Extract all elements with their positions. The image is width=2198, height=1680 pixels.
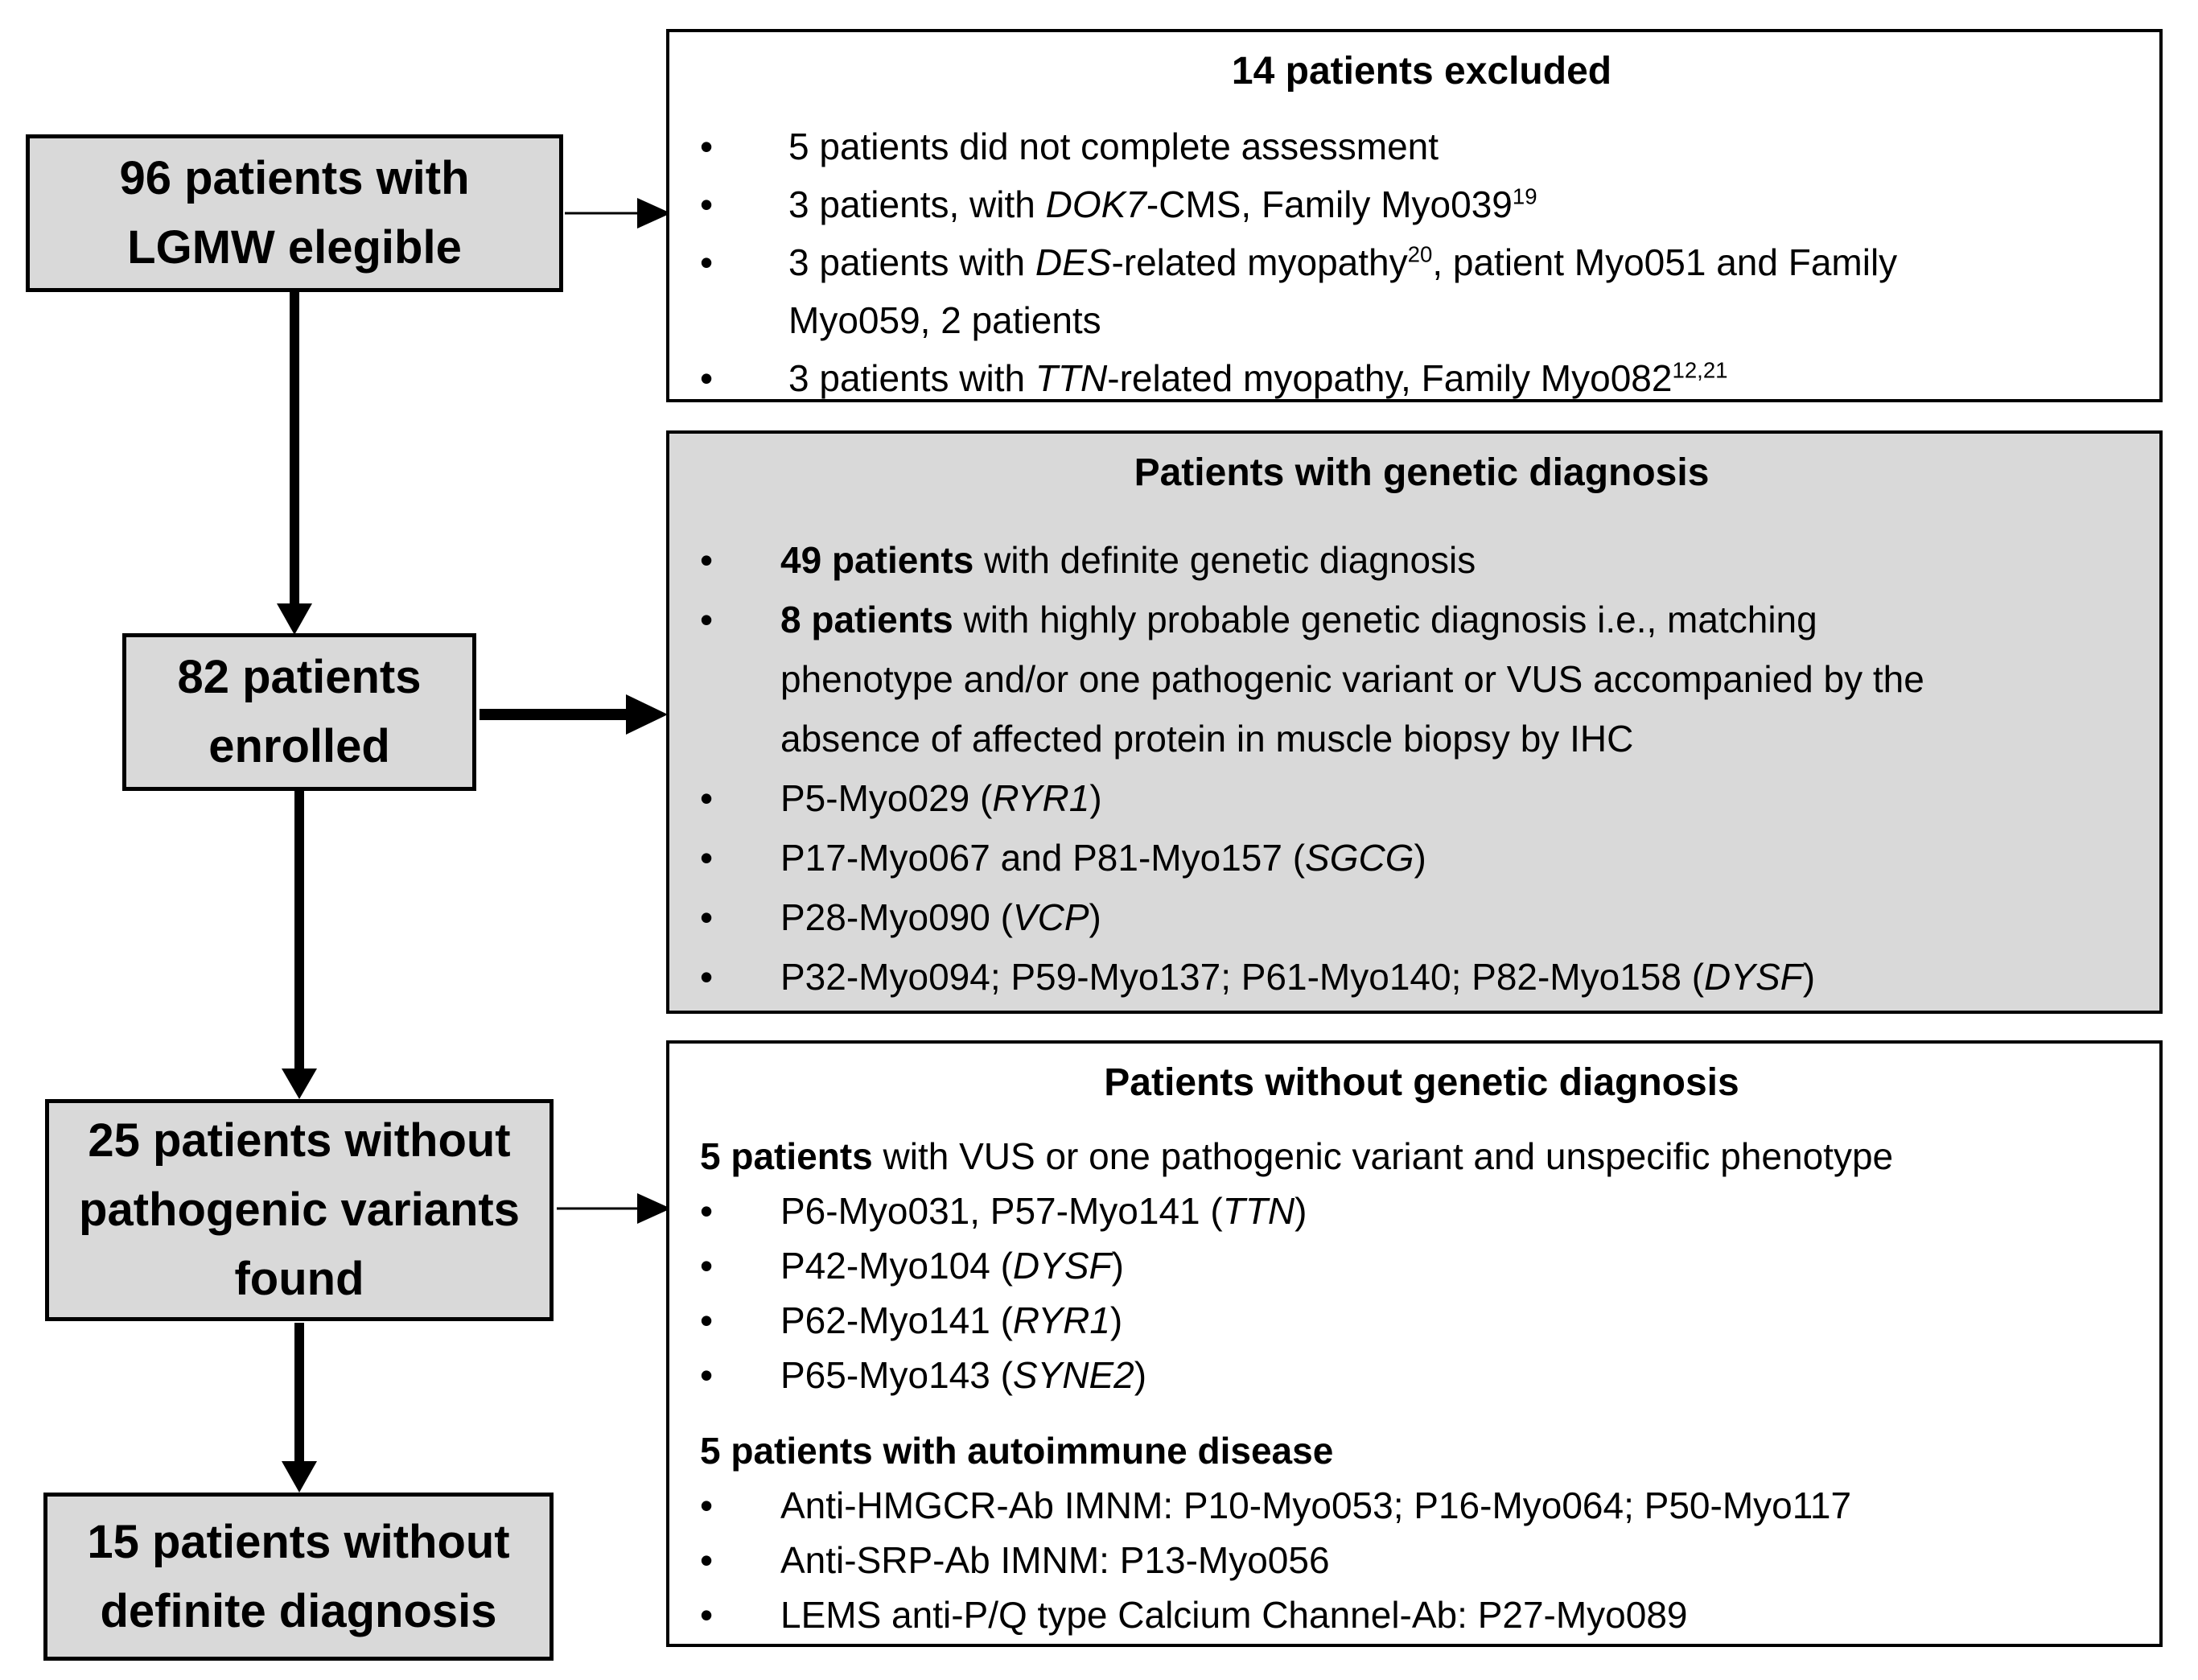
arrow-head <box>626 694 668 735</box>
line-text: P42-Myo104 (DYSF) <box>780 1245 1124 1287</box>
node-label-line: definite diagnosis <box>100 1584 497 1637</box>
line-text: LEMS anti-P/Q type Calcium Channel-Ab: P… <box>780 1594 1688 1636</box>
line-text: P65-Myo143 (SYNE2) <box>780 1354 1147 1396</box>
line-text: Anti-HMGCR-Ab IMNM: P10-Myo053; P16-Myo0… <box>780 1484 1852 1526</box>
panel-no-genetic-diagnosis: Patients without genetic diagnosis 5 pat… <box>666 1040 2163 1647</box>
lead-line: 5 patients with VUS or one pathogenic va… <box>700 1129 2143 1184</box>
arrow-no-variants-to-no-definite-diagnosis <box>282 1323 317 1493</box>
line-text: Anti-SRP-Ab IMNM: P13-Myo056 <box>780 1539 1330 1581</box>
bullet-marker: • <box>700 837 714 879</box>
bullet-marker: • <box>700 1299 714 1341</box>
line-text: Myo059, 2 patients <box>788 299 1101 341</box>
bullet-item: • Anti-SRP-Ab IMNM: P13-Myo056 <box>700 1533 2143 1587</box>
panel-excluded-title: 14 patients excluded <box>1231 50 1612 93</box>
line-text: P17-Myo067 and P81-Myo157 (SGCG) <box>780 837 1426 879</box>
panel-genetic-diagnosis-title: Patients with genetic diagnosis <box>1134 451 1710 494</box>
arrow-head <box>637 198 671 229</box>
bullet-item: • P65-Myo143 (SYNE2) <box>700 1348 2143 1402</box>
bullet-continuation-line: absence of affected protein in muscle bi… <box>700 709 2143 768</box>
line-text: 3 patients, with DOK7-CMS, Family Myo039… <box>788 183 1537 225</box>
arrow-eligible-to-enrolled <box>277 292 312 635</box>
node-label-line: 15 patients without <box>87 1515 510 1568</box>
node-label-line: 96 patients with <box>119 152 470 204</box>
panel-excluded-body: •5 patients did not complete assessment•… <box>700 117 2143 407</box>
arrow-head <box>277 603 312 635</box>
arrow-head <box>282 1069 317 1099</box>
bullet-marker: • <box>700 599 714 640</box>
bullet-item: • 49 patients with definite genetic diagn… <box>700 530 2143 590</box>
bullet-marker: • <box>700 126 714 167</box>
line-text: 49 patients with definite genetic diagno… <box>780 539 1476 581</box>
bullet-marker: • <box>700 539 714 581</box>
bullet-item: • 3 patients with TTN-related myopathy, F… <box>700 349 2143 407</box>
bullet-marker: • <box>700 357 714 399</box>
panel-excluded: 14 patients excluded • 5 patients did not… <box>666 29 2163 402</box>
bullet-continuation-line: Myo059, 2 patients <box>700 291 2143 349</box>
panel-genetic-diagnosis-body: • 49 patients with definite genetic diagn… <box>700 530 2143 1007</box>
bullet-marker: • <box>700 1539 714 1581</box>
node-no-definite-diagnosis: 15 patients without definite diagnosis <box>43 1493 554 1661</box>
bullet-marker: • <box>700 241 714 283</box>
bullet-marker: • <box>700 1190 714 1232</box>
node-label-line: 25 patients without <box>88 1114 511 1167</box>
bullet-marker: • <box>700 183 714 225</box>
node-label-line: pathogenic variants <box>79 1184 520 1236</box>
node-label-line: LGMW elegible <box>127 221 462 274</box>
line-text: P28-Myo090 (VCP) <box>780 896 1101 938</box>
bullet-item: • P42-Myo104 (DYSF) <box>700 1238 2143 1293</box>
arrow-eligible-to-excluded <box>565 198 671 229</box>
line-text: P32-Myo094; P59-Myo137; P61-Myo140; P82-… <box>780 956 1816 998</box>
node-no-pathogenic-variants: 25 patients without pathogenic variants fo… <box>45 1099 554 1321</box>
panel-genetic-diagnosis: Patients with genetic diagnosis • 49 pati… <box>666 430 2163 1014</box>
line-text: 3 patients with TTN-related myopathy, Fa… <box>788 357 1728 399</box>
bullet-marker: • <box>700 1484 714 1526</box>
bullet-item: • 3 patients, with DOK7-CMS, Family Myo03… <box>700 175 2143 233</box>
bullet-continuation-line: phenotype and/or one pathogenic variant … <box>700 649 2143 709</box>
node-label-line: 82 patients <box>177 651 422 703</box>
line-text: 8 patients with highly probable genetic … <box>780 599 1817 640</box>
bullet-item: • P32-Myo094; P59-Myo137; P61-Myo140; P82… <box>700 947 2143 1007</box>
line-text: P6-Myo031, P57-Myo141 (TTN) <box>780 1190 1307 1232</box>
bullet-item: • P5-Myo029 (RYR1) <box>700 768 2143 828</box>
bullet-item: • 5 patients did not complete assessment <box>700 117 2143 175</box>
line-text: P62-Myo141 (RYR1) <box>780 1299 1123 1341</box>
bullet-item: • P62-Myo141 (RYR1) <box>700 1293 2143 1348</box>
line-text: 5 patients with VUS or one pathogenic va… <box>700 1135 1894 1177</box>
bullet-item: • 3 patients with DES-related myopathy20,… <box>700 233 2143 291</box>
bullet-marker: • <box>700 1594 714 1636</box>
panel-no-genetic-diagnosis-title: Patients without genetic diagnosis <box>1104 1061 1739 1104</box>
node-label-line: found <box>234 1253 364 1305</box>
line-text: absence of affected protein in muscle bi… <box>780 718 1634 760</box>
panel-no-genetic-diagnosis-body: 5 patients with VUS or one pathogenic va… <box>700 1129 2143 1642</box>
bullet-item: • P28-Myo090 (VCP) <box>700 887 2143 947</box>
bullet-marker: • <box>700 1245 714 1287</box>
bullet-marker: • <box>700 896 714 938</box>
arrow-enrolled-to-genetic-diagnosis <box>480 694 668 735</box>
line-text: 3 patients with DES-related myopathy20, … <box>788 241 1898 283</box>
bullet-marker: • <box>700 956 714 998</box>
line-text: phenotype and/or one pathogenic variant … <box>780 658 1924 700</box>
bullet-item: • P6-Myo031, P57-Myo141 (TTN) <box>700 1184 2143 1238</box>
arrow-head <box>637 1193 671 1224</box>
lead-line: 5 patients with autoimmune disease <box>700 1423 2143 1478</box>
bullet-item: • Anti-HMGCR-Ab IMNM: P10-Myo053; P16-Myo… <box>700 1478 2143 1533</box>
bullet-item: • LEMS anti-P/Q type Calcium Channel-Ab: … <box>700 1587 2143 1642</box>
node-label-line: enrolled <box>208 720 390 772</box>
node-enrolled: 82 patients enrolled <box>122 633 476 791</box>
arrow-head <box>282 1461 317 1493</box>
bullet-marker: • <box>700 1354 714 1396</box>
bullet-item: • 8 patients with highly probable genetic… <box>700 590 2143 649</box>
line-text: 5 patients with autoimmune disease <box>700 1430 1334 1472</box>
arrow-no-variants-to-no-genetic-diagnosis <box>557 1193 671 1224</box>
line-text: P5-Myo029 (RYR1) <box>780 777 1102 819</box>
bullet-marker: • <box>700 777 714 819</box>
bullet-item: • P17-Myo067 and P81-Myo157 (SGCG) <box>700 828 2143 887</box>
line-text: 5 patients did not complete assessment <box>788 126 1439 167</box>
arrow-enrolled-to-no-variants <box>282 791 317 1099</box>
